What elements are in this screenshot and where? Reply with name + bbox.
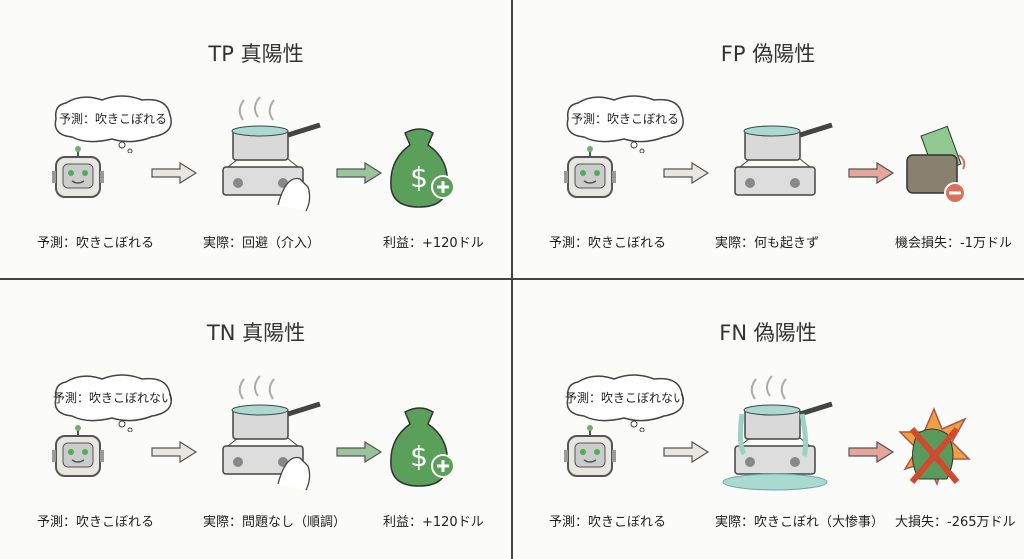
arrow-right-icon xyxy=(847,161,895,185)
robot-icon xyxy=(52,424,104,480)
svg-text:$: $ xyxy=(410,440,428,473)
outcome-label: 大損失：-265万ドル xyxy=(895,515,1016,530)
thought-bubble: 予測：吹きこぼれる xyxy=(52,95,174,153)
bubble-text: 予測：吹きこぼれない xyxy=(564,391,685,405)
money-bag-plus-icon: $ xyxy=(385,125,460,210)
arrow-right-icon xyxy=(847,440,895,464)
thought-bubble: 予測：吹きこぼれる xyxy=(564,95,686,153)
robot-icon xyxy=(564,145,616,201)
actual-label: 実際：問題なし（順調） xyxy=(203,515,347,530)
outcome-label: 機会損失：-1万ドル xyxy=(895,236,1012,251)
outcome-label: 利益：+120ドル xyxy=(383,515,484,530)
quadrant-title: TP 真陽性 xyxy=(208,42,304,66)
money-bag-plus-icon: $ xyxy=(385,404,460,489)
robot-icon xyxy=(52,145,104,201)
quadrant-fn: FN 偽陽性 予測：吹きこぼれない 予測：吹きこぼれる 実際：吹きこぼれ（大惨事… xyxy=(512,279,1024,558)
robot-icon xyxy=(564,424,616,480)
arrow-right-icon xyxy=(662,161,710,185)
quadrant-tp: TP 真陽性 予測：吹きこぼれる $ 予測：吹きこぼれる 実際：回避（介入） 利… xyxy=(0,0,512,279)
prediction-label: 予測：吹きこぼれる xyxy=(549,515,667,530)
horizontal-divider xyxy=(0,278,1024,280)
arrow-right-icon xyxy=(335,440,383,464)
actual-label: 実際：吹きこぼれ（大惨事） xyxy=(715,515,885,530)
quadrant-title: FN 偽陽性 xyxy=(719,321,817,345)
bubble-text: 予測：吹きこぼれない xyxy=(52,391,173,405)
arrow-right-icon xyxy=(150,440,198,464)
arrow-right-icon xyxy=(150,161,198,185)
explosion-cross-icon xyxy=(897,404,972,489)
prediction-label: 予測：吹きこぼれる xyxy=(37,236,155,251)
bubble-text: 予測：吹きこぼれる xyxy=(570,112,679,126)
quadrant-fp: FP 偽陽性 予測：吹きこぼれる 予測：吹きこぼれる 実際：何も起きず 機会損失… xyxy=(512,0,1024,279)
actual-label: 実際：回避（介入） xyxy=(203,236,321,251)
outcome-label: 利益：+120ドル xyxy=(383,236,484,251)
quadrant-title: TN 真陽性 xyxy=(206,321,306,345)
arrow-right-icon xyxy=(662,440,710,464)
boiling-over-pot-icon xyxy=(720,374,835,492)
pot-on-stove-icon xyxy=(208,95,323,213)
thought-bubble: 予測：吹きこぼれない xyxy=(52,374,174,432)
actual-label: 実際：何も起きず xyxy=(715,236,820,251)
prediction-label: 予測：吹きこぼれる xyxy=(549,236,667,251)
thought-bubble: 予測：吹きこぼれない xyxy=(564,374,686,432)
pot-on-stove-icon xyxy=(208,374,323,492)
wallet-minus-icon xyxy=(897,125,972,210)
prediction-label: 予測：吹きこぼれる xyxy=(37,515,155,530)
bubble-text: 予測：吹きこぼれる xyxy=(58,112,167,126)
quadrant-title: FP 偽陽性 xyxy=(720,42,816,66)
svg-text:$: $ xyxy=(410,161,428,194)
quadrant-tn: TN 真陽性 予測：吹きこぼれない $ 予測：吹きこぼれる 実際：問題なし（順調… xyxy=(0,279,512,558)
arrow-right-icon xyxy=(335,161,383,185)
pot-on-stove-icon xyxy=(720,95,835,213)
